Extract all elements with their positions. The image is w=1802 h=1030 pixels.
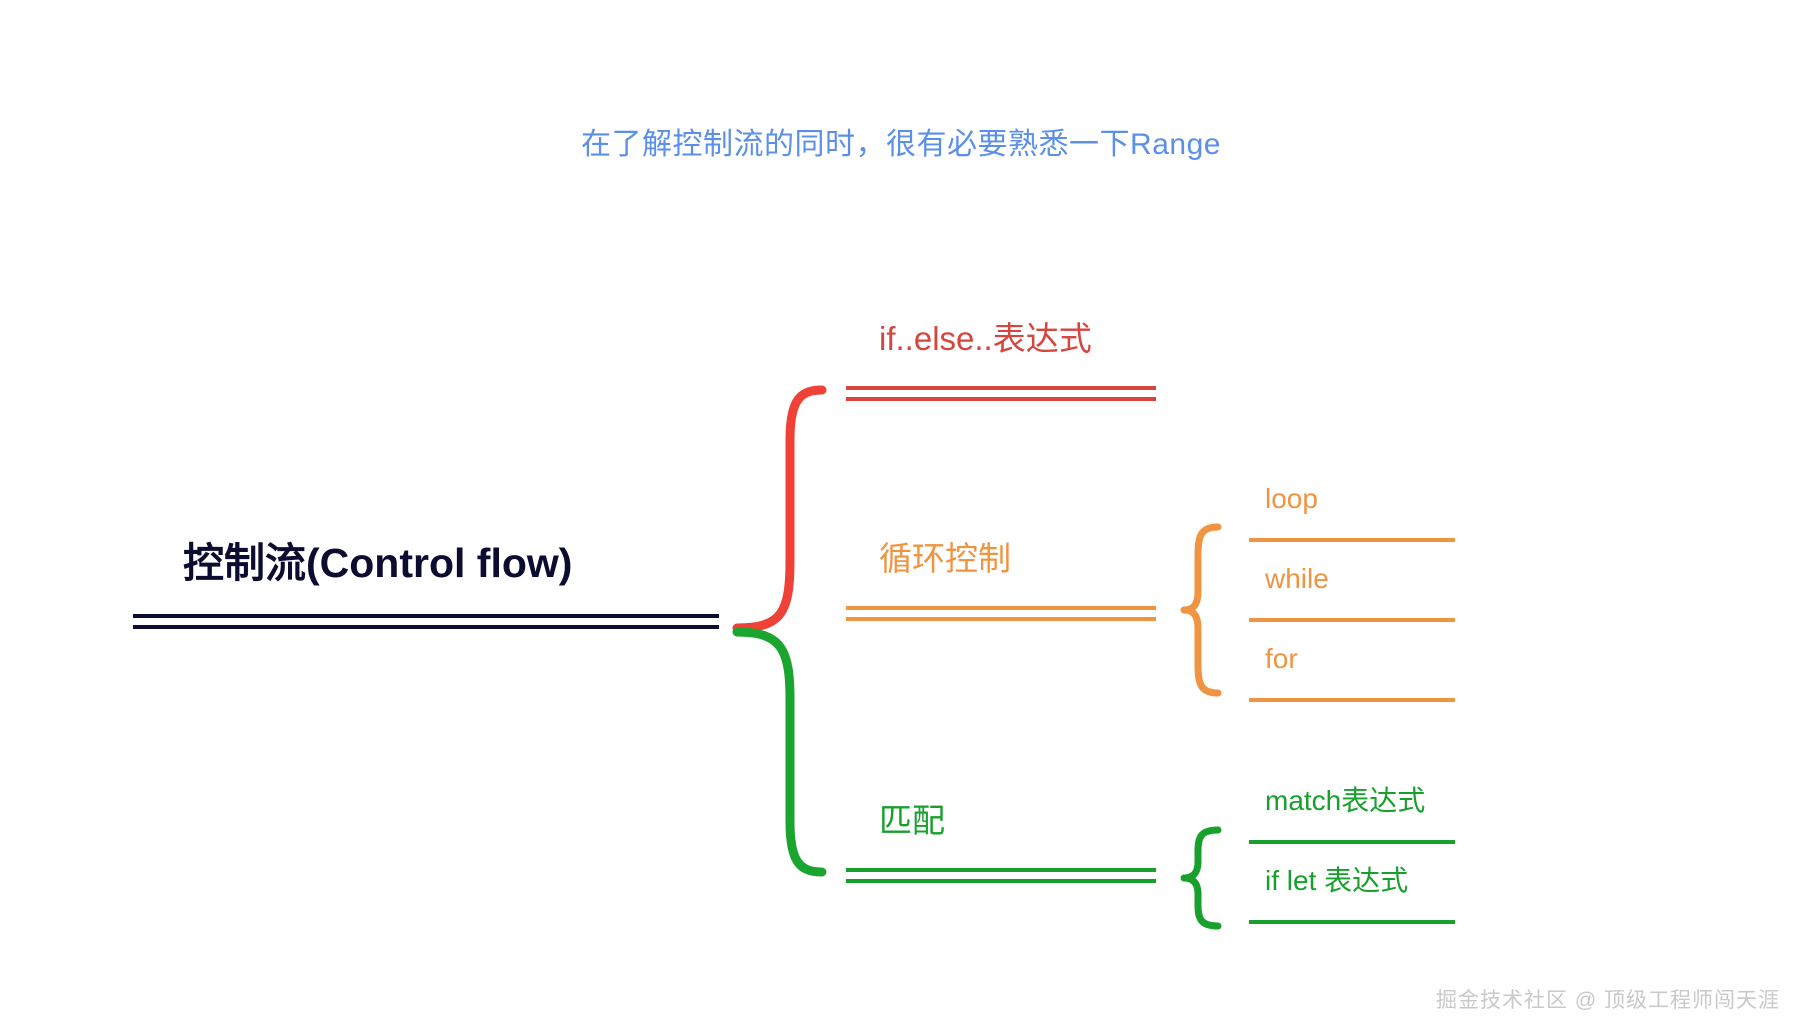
node-leaf-for-label: for: [1265, 643, 1298, 674]
page-heading: 在了解控制流的同时，很有必要熟悉一下Range: [581, 128, 1221, 161]
root-underline-top: [133, 614, 719, 618]
leaf-match-expression-underline: [1249, 840, 1455, 844]
node-root-label: 控制流(Control flow): [183, 540, 573, 586]
branch-match-underline-bottom: [846, 879, 1156, 883]
leaf-while-underline: [1249, 618, 1455, 622]
node-leaf-for[interactable]: for: [1249, 643, 1455, 705]
node-branch-match-label: 匹配: [879, 802, 945, 839]
branch-ifelse-underline-bottom: [846, 397, 1156, 401]
node-branch-match[interactable]: 匹配: [846, 802, 1156, 902]
node-leaf-loop-label: loop: [1265, 483, 1318, 514]
node-branch-loop-control[interactable]: 循环控制: [846, 540, 1156, 640]
leaf-for-underline: [1249, 698, 1455, 702]
node-branch-ifelse-label: if..else..表达式: [879, 320, 1092, 357]
leaf-loop-underline: [1249, 538, 1455, 542]
brace-loop-children: [1180, 523, 1222, 697]
node-leaf-match-expression[interactable]: match表达式: [1249, 785, 1455, 847]
branch-loop-underline-top: [846, 606, 1156, 610]
watermark: 掘金技术社区 @ 顶级工程师闯天涯: [1436, 989, 1780, 1012]
connector-root-to-ifelse: [732, 385, 827, 633]
node-leaf-match-expression-label: match表达式: [1265, 785, 1426, 816]
node-leaf-iflet-expression[interactable]: if let 表达式: [1249, 865, 1455, 927]
branch-match-underline-top: [846, 868, 1156, 872]
brace-match-children: [1180, 826, 1222, 930]
node-branch-ifelse[interactable]: if..else..表达式: [846, 320, 1156, 420]
node-leaf-while[interactable]: while: [1249, 563, 1455, 625]
connector-root-to-match: [732, 627, 827, 877]
leaf-iflet-expression-underline: [1249, 920, 1455, 924]
branch-ifelse-underline-top: [846, 386, 1156, 390]
node-root-control-flow[interactable]: 控制流(Control flow): [133, 540, 719, 650]
node-leaf-iflet-expression-label: if let 表达式: [1265, 865, 1409, 896]
node-leaf-while-label: while: [1265, 563, 1329, 594]
node-branch-loop-control-label: 循环控制: [879, 540, 1011, 577]
branch-loop-underline-bottom: [846, 617, 1156, 621]
root-underline-bottom: [133, 625, 719, 629]
node-leaf-loop[interactable]: loop: [1249, 483, 1455, 545]
